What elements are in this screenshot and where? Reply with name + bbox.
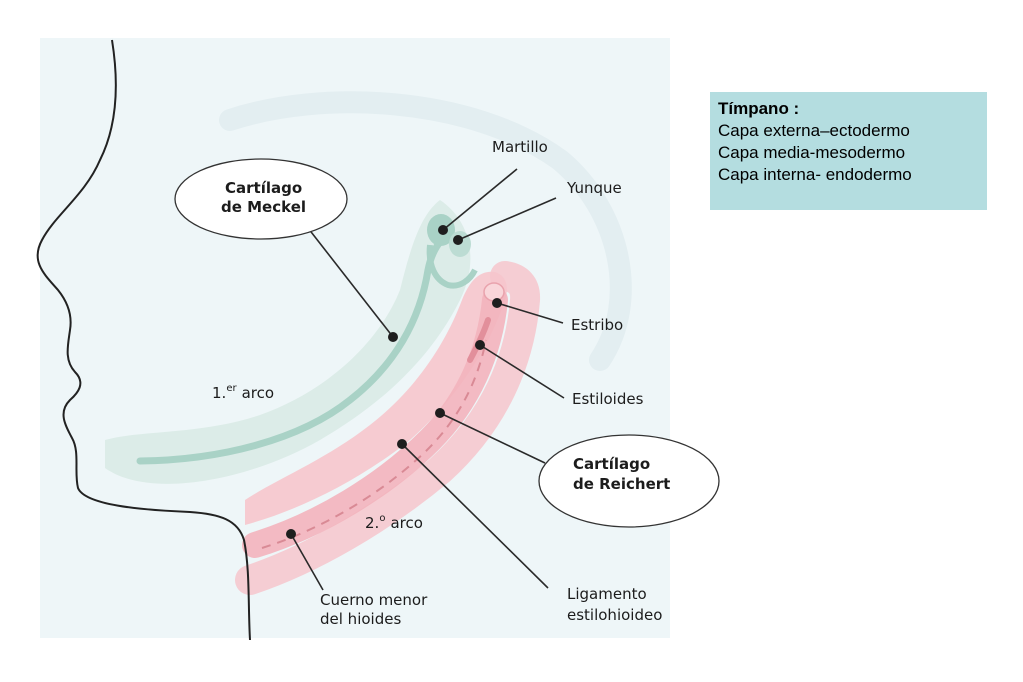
leader-meckel <box>307 227 394 338</box>
leader-reichert <box>439 412 546 464</box>
label-meckel-line1: Cartílago <box>225 179 302 197</box>
pointer-dots <box>286 225 502 539</box>
dot-martillo <box>438 225 448 235</box>
second-arch-sup: o <box>379 513 385 524</box>
label-ligamento-line1: Ligamento <box>567 585 647 603</box>
label-cuerno-line1: Cuerno menor <box>320 591 428 609</box>
dot-ligamento <box>397 439 407 449</box>
first-arch-word: arco <box>242 384 274 402</box>
dot-meckel <box>388 332 398 342</box>
second-arch-word: arco <box>390 514 422 532</box>
info-box-line-inner: Capa interna- endodermo <box>718 165 912 184</box>
leader-yunque <box>457 197 557 241</box>
label-cuerno-line2: del hioides <box>320 610 401 628</box>
label-reichert-line2: de Reichert <box>573 475 670 493</box>
background-panel <box>40 38 670 638</box>
label-yunque: Yunque <box>566 179 622 197</box>
face-profile <box>36 39 251 641</box>
leader-lines <box>290 168 565 591</box>
leader-estribo <box>496 302 564 324</box>
first-arch-num: 1. <box>212 384 226 402</box>
first-arch-sup: er <box>226 383 237 394</box>
dot-estiloides <box>475 340 485 350</box>
second-arch-outer <box>235 261 541 595</box>
label-estiloides: Estiloides <box>572 390 644 408</box>
dot-reichert <box>435 408 445 418</box>
label-ligamento-line2: estilohioideo <box>567 606 662 624</box>
dot-cuerno <box>286 529 296 539</box>
leader-estiloides <box>479 344 565 399</box>
second-arch-num: 2. <box>365 514 379 532</box>
leader-ligamento <box>401 443 549 589</box>
styloid-shape <box>467 317 491 363</box>
head-shading <box>219 91 632 371</box>
tympanum-info-box: Tímpano : Capa externa–ectodermo Capa me… <box>710 92 987 210</box>
dot-yunque <box>453 235 463 245</box>
ossicle-body <box>426 244 478 289</box>
leader-martillo <box>442 168 518 231</box>
info-box-line-outer: Capa externa–ectodermo <box>718 121 910 140</box>
second-arch-region <box>245 271 507 525</box>
label-reichert-line1: Cartílago <box>573 455 650 473</box>
leader-cuerno <box>290 533 324 591</box>
stapes-shape <box>483 282 505 302</box>
dot-estribo <box>492 298 502 308</box>
info-box-title: Tímpano : <box>718 99 800 118</box>
reichert-callout-ellipse <box>538 434 720 528</box>
reichert-cartilage <box>261 339 487 549</box>
label-estribo: Estribo <box>571 316 623 334</box>
label-meckel-line2: de Meckel <box>221 198 306 216</box>
info-box-line-middle: Capa media-mesodermo <box>718 143 906 162</box>
label-martillo: Martillo <box>492 138 548 156</box>
meckel-callout-ellipse <box>174 158 348 240</box>
